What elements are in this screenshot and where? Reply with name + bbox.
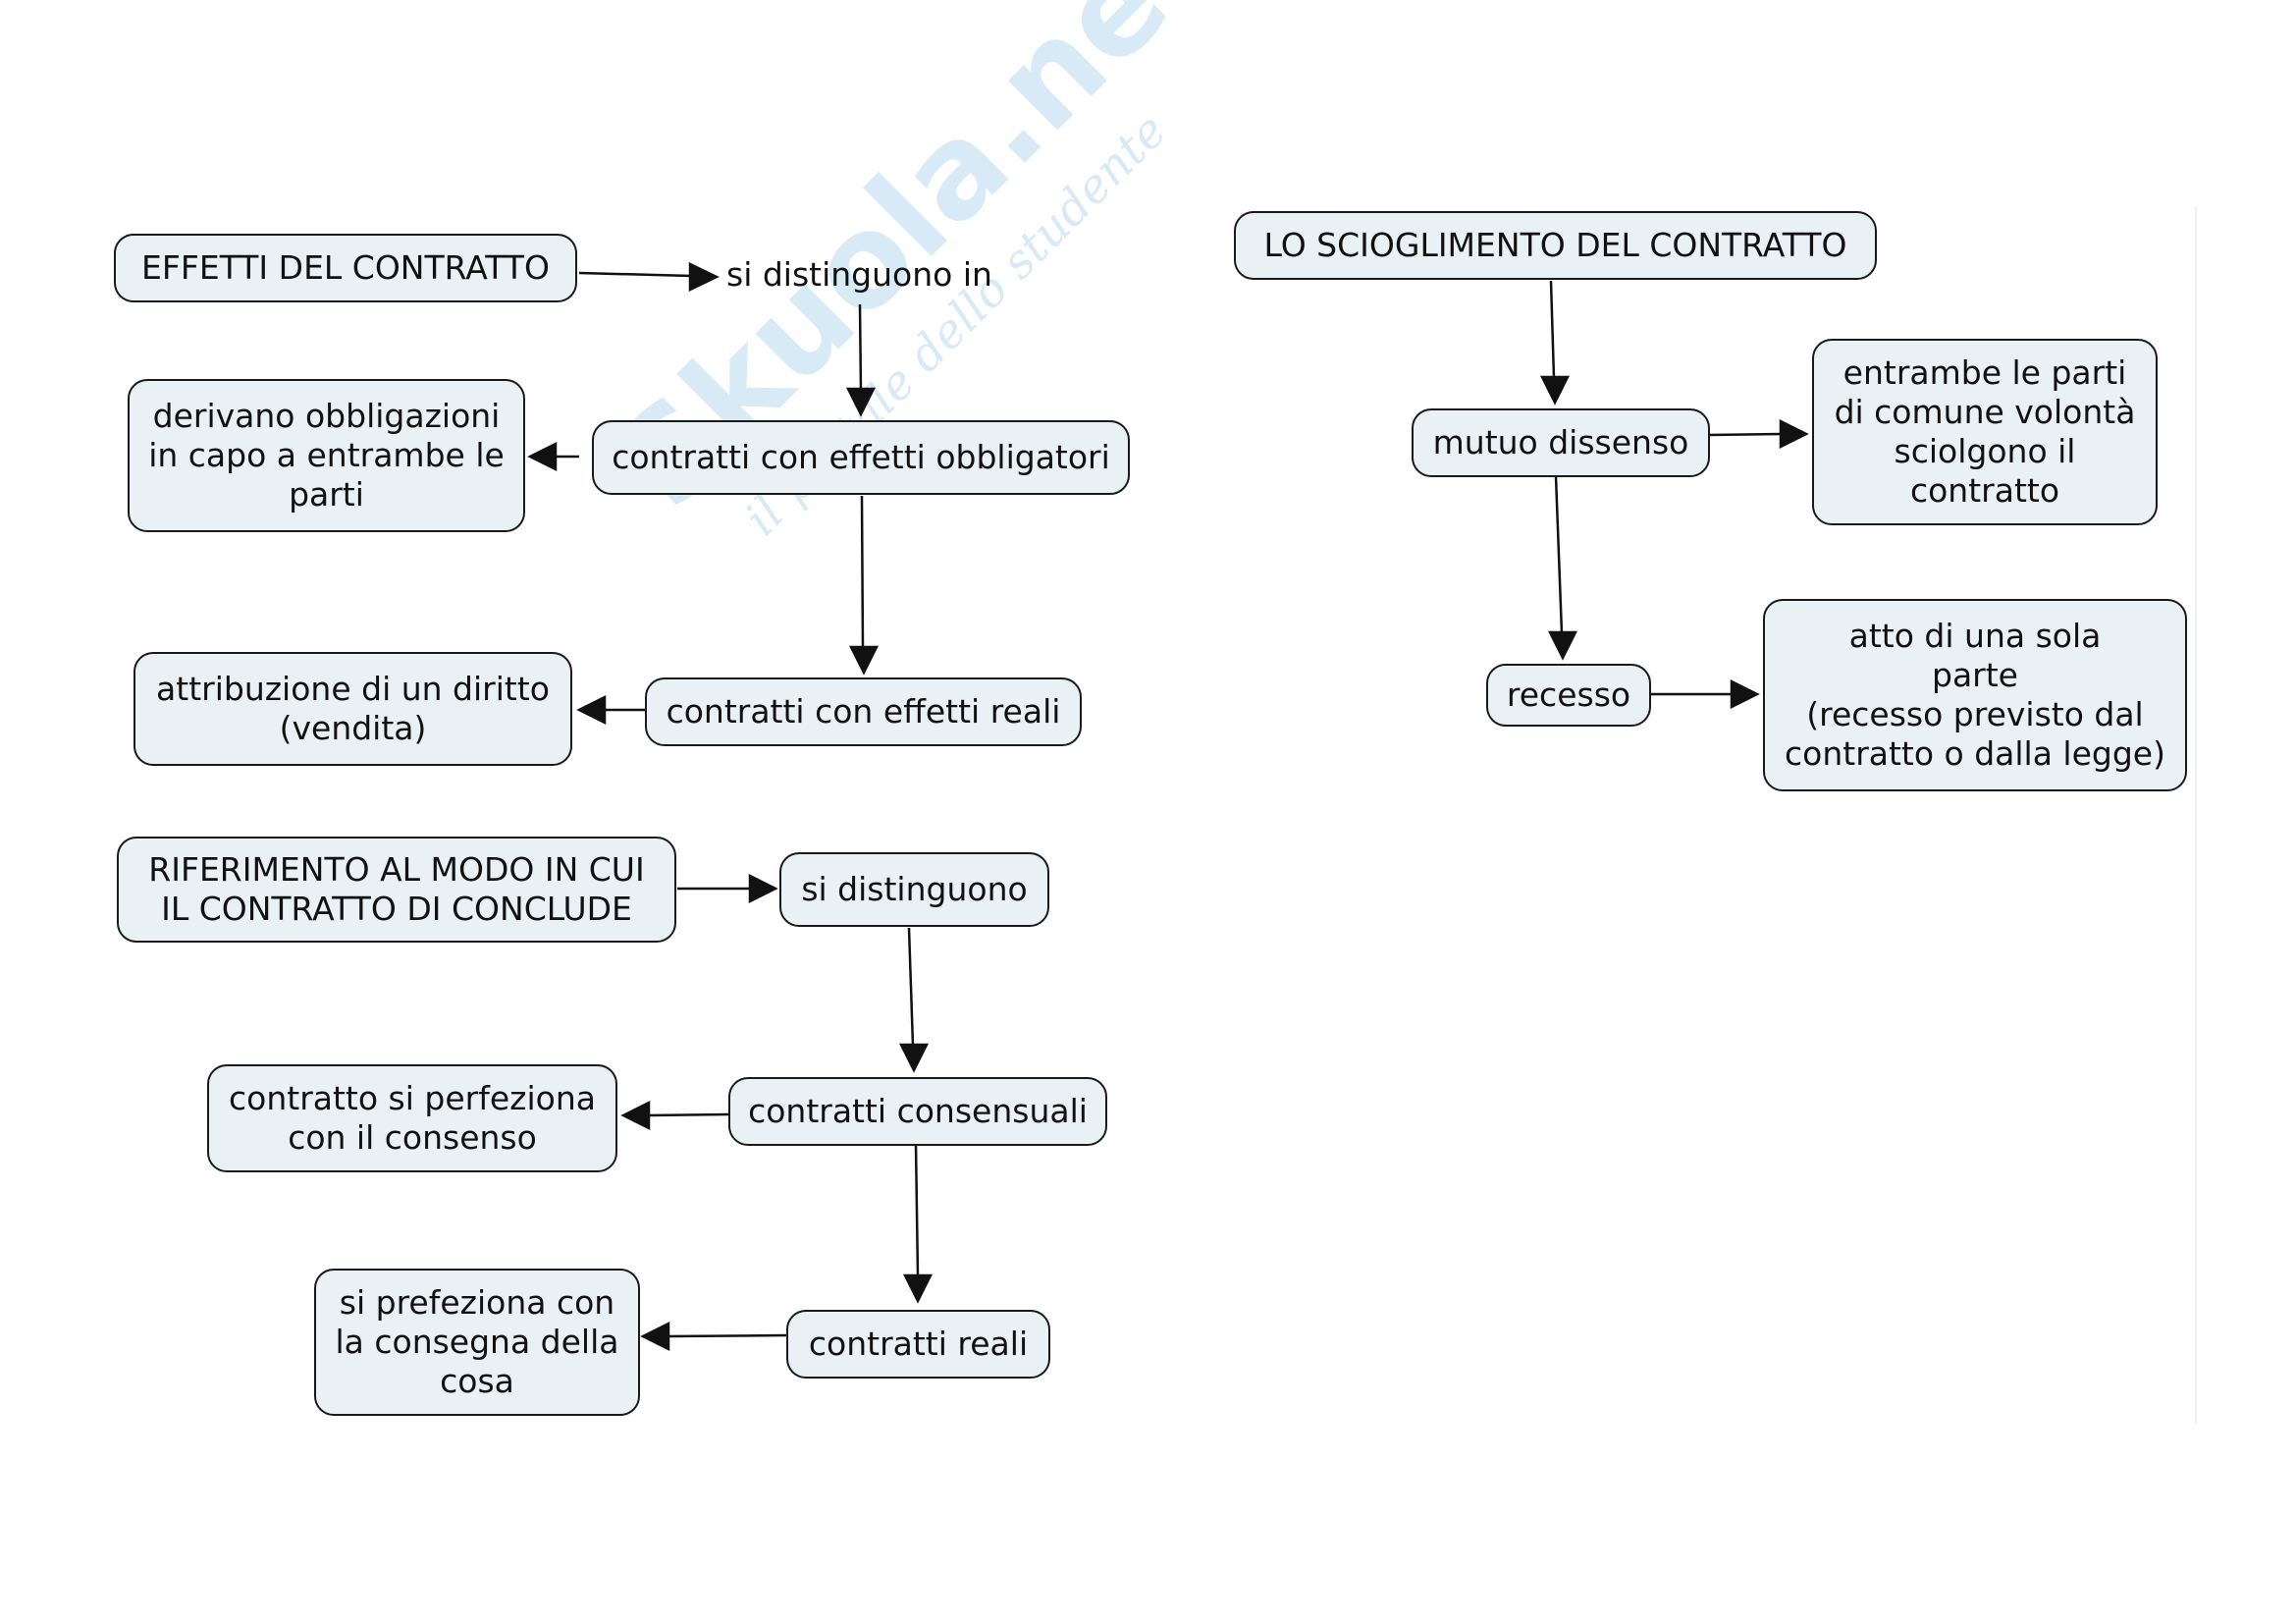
node-scioglimento-title: LO SCIOGLIMENTO DEL CONTRATTO — [1234, 211, 1877, 280]
arrow-scioglimento-mutuo — [1549, 280, 1556, 379]
arrow-consensuali-reali — [914, 1143, 920, 1277]
node-reali-desc: attribuzione di un diritto (vendita) — [133, 652, 572, 766]
arrow-modo-reali-desc — [667, 1333, 787, 1338]
node-mutuo-dissenso: mutuo dissenso — [1412, 408, 1710, 477]
arrow-obbligatori-reali — [860, 495, 865, 649]
arrow-consensuali-desc — [647, 1112, 729, 1117]
page-edge-line — [2195, 206, 2197, 1424]
node-modo-title: RIFERIMENTO AL MODO IN CUI IL CONTRATTO … — [117, 837, 676, 943]
node-mutuo-desc: entrambe le parti di comune volontà scio… — [1812, 339, 2158, 525]
node-consensuali-desc: contratto si perfeziona con il consenso — [207, 1064, 617, 1172]
node-modo-reali-desc: si prefeziona con la consegna della cosa — [314, 1269, 640, 1416]
arrow-mutuo-recesso — [1554, 475, 1564, 634]
arrow-link-consensuali — [907, 927, 915, 1047]
node-obbligatori-desc: derivano obbligazioni in capo a entrambe… — [128, 379, 525, 532]
arrow-mutuo-desc — [1707, 432, 1783, 437]
arrow-effetti-link — [578, 271, 693, 278]
arrow-link-obbligatori — [858, 303, 863, 392]
node-recesso-desc: atto di una sola parte (recesso previsto… — [1763, 599, 2187, 791]
node-contratti-consensuali: contratti consensuali — [728, 1077, 1107, 1146]
node-contratti-reali: contratti reali — [786, 1310, 1050, 1379]
node-contratti-effetti-reali: contratti con effetti reali — [645, 677, 1082, 746]
node-contratti-effetti-obbligatori: contratti con effetti obbligatori — [592, 420, 1130, 495]
node-si-distinguono: si distinguono — [779, 852, 1049, 927]
link-si-distinguono-in: si distinguono in — [726, 255, 992, 294]
node-recesso: recesso — [1486, 664, 1651, 727]
node-effetti-title: EFFETTI DEL CONTRATTO — [114, 234, 577, 302]
